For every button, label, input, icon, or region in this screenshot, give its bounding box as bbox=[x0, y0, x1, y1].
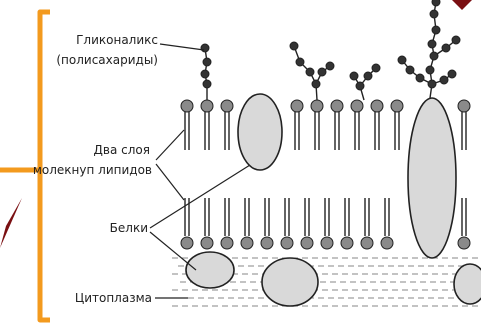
arrow-tip-top-right bbox=[452, 0, 472, 10]
label-cytoplasm: Цитоплазма bbox=[75, 291, 152, 305]
glycocalyx-units bbox=[201, 0, 460, 90]
protein-lower-left bbox=[186, 252, 234, 288]
glycocalyx-chains bbox=[205, 2, 456, 100]
protein-lower-right bbox=[454, 264, 481, 304]
protein-upper bbox=[238, 94, 282, 170]
protein-lower-middle bbox=[262, 258, 318, 306]
arrow-tip-left bbox=[0, 198, 22, 248]
label-glycocalyx-line1: Гликоналикс bbox=[76, 33, 158, 47]
protein-transmembrane bbox=[408, 98, 456, 258]
label-lipid-line1: Два слоя bbox=[94, 143, 150, 157]
label-lipid-line2: молекнуп липидов bbox=[33, 163, 152, 177]
label-proteins: Белки bbox=[110, 221, 148, 235]
label-glycocalyx-line2: (полисахариды) bbox=[56, 53, 158, 67]
